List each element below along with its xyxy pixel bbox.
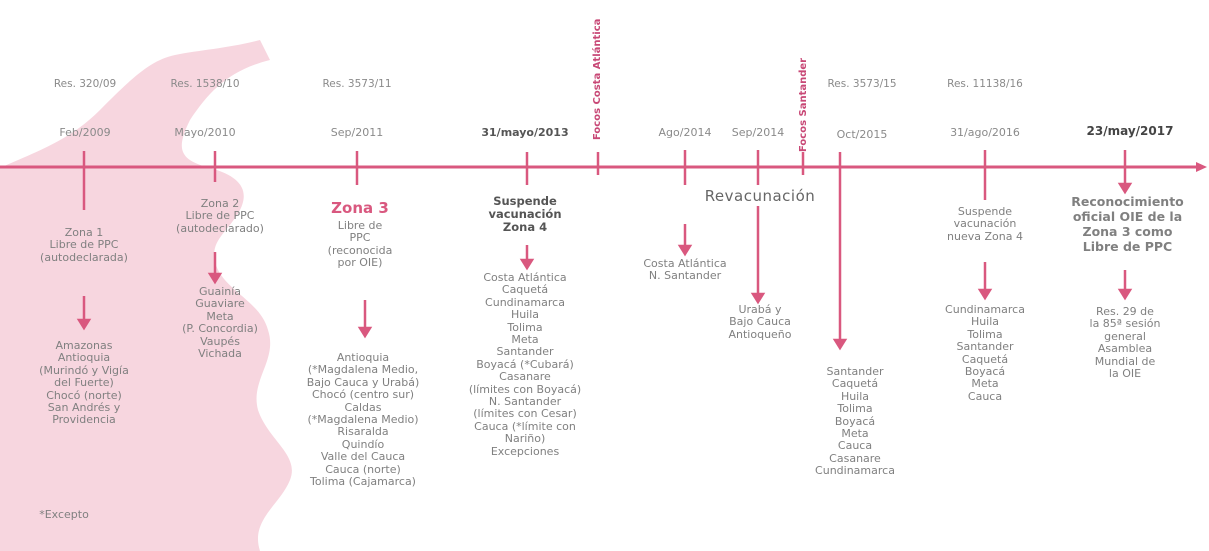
date-label: 23/may/2017 xyxy=(1086,124,1174,138)
event-detail: Guainía Guaviare Meta (P. Concordia) Vau… xyxy=(182,285,258,361)
timeline-ticks xyxy=(82,150,1127,210)
resolution-label: Res. 3573/11 xyxy=(322,78,392,90)
event-title: Reconocimiento oficial OIE de la Zona 3 … xyxy=(1071,194,1184,254)
footnote: *Excepto xyxy=(39,508,89,521)
resolution-label: Res. 3573/15 xyxy=(827,78,897,90)
blob-dot xyxy=(130,208,136,214)
event-detail: Santander Caquetá Huila Tolima Boyacá Me… xyxy=(815,365,895,478)
event-detail: Res. 29 de la 85ª sesión general Asamble… xyxy=(1089,305,1161,381)
event-body: Libre de PPC (reconocida por OIE) xyxy=(327,219,393,270)
date-label: 31/mayo/2013 xyxy=(481,126,569,139)
date-label: Sep/2014 xyxy=(731,126,785,139)
event-detail: Costa Atlántica Caquetá Cundinamarca Hui… xyxy=(468,271,582,458)
foci-label-costa-atlantica: Focos Costa Atlántica xyxy=(592,18,603,140)
resolution-label: Res. 320/09 xyxy=(53,78,117,90)
event-title: Suspende vacunación Zona 4 xyxy=(488,194,562,234)
event-detail: Urabá y Bajo Cauca Antioqueño xyxy=(728,303,792,341)
blob-dot xyxy=(112,216,124,228)
timeline-arrowhead xyxy=(1196,162,1207,172)
date-label: 31/ago/2016 xyxy=(950,126,1020,139)
resolution-label: Res. 1538/10 xyxy=(170,78,240,90)
date-label: Mayo/2010 xyxy=(174,126,236,139)
date-label: Oct/2015 xyxy=(836,128,888,141)
event-title: Revacunación xyxy=(704,187,816,205)
connector-arrows xyxy=(76,172,1133,351)
event-title: Zona 3 xyxy=(331,199,389,217)
resolution-label: Res. 11138/16 xyxy=(947,78,1023,90)
date-label: Ago/2014 xyxy=(658,126,712,139)
event-body: Zona 1 Libre de PPC (autodeclarada) xyxy=(40,226,128,264)
event-body: Zona 2 Libre de PPC (autodeclarado) xyxy=(176,197,264,235)
event-detail: Cundinamarca Huila Tolima Santander Caqu… xyxy=(945,303,1025,403)
event-detail: Antioquia (*Magdalena Medio, Bajo Cauca … xyxy=(306,351,420,489)
event-body: Suspende vacunación nueva Zona 4 xyxy=(947,205,1023,243)
date-label: Sep/2011 xyxy=(330,126,384,139)
event-detail: Costa Atlántica N. Santander xyxy=(643,257,727,283)
date-label: Feb/2009 xyxy=(59,126,111,139)
blob-dot xyxy=(267,492,273,498)
event-detail: Amazonas Antioquia (Murindó y Vigía del … xyxy=(39,339,129,427)
